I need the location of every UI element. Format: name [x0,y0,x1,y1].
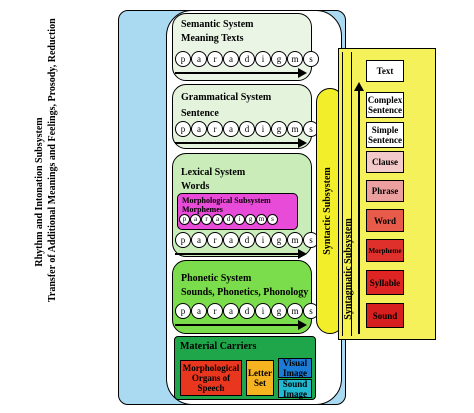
phonetic-subtitle: Sounds, Phonetics, Phonology [181,287,309,298]
paradigm-letter: p [175,303,191,319]
syntactic-label: Syntactic Subsystem [322,167,333,255]
paradigm-letter: a [190,214,201,225]
paradigm-letter: r [207,51,223,67]
paradigm-letter: p [175,51,191,67]
paradigm-letter: s [303,121,319,137]
sound-image-box: Sound Image [278,379,312,399]
unit-box: Word [366,209,404,232]
paradigm-letter: r [207,232,223,248]
paradigm-letter: m [287,303,303,319]
paradigm-letter: a [223,232,239,248]
unit-box: Clause [366,151,404,173]
paradigm-letter: m [287,232,303,248]
paradigm-letter: p [175,232,191,248]
paradigm-letter: d [239,232,255,248]
paradigm-letter: a [191,51,207,67]
unit-box: Phrase [366,180,404,202]
paradigm-arrow-line [175,253,299,255]
paradigm-letter: a [223,51,239,67]
paradigm-letter: i [234,214,245,225]
morphological-title: Morphological Subsystem [182,196,271,205]
paradigm-arrow-head [298,68,307,78]
unit-box: Sound [366,303,404,328]
phonetic-title: Phonetic System [181,273,252,284]
paradigm-letter: p [175,121,191,137]
lexical-title: Lexical System [181,167,246,178]
paradigm-letter: a [191,232,207,248]
syntagmatic-band [342,52,352,336]
phonetic-system-box: Phonetic System Sounds, Phonetics, Phono… [172,260,312,334]
paradigm-letter: a [191,121,207,137]
paradigm-letter: a [223,121,239,137]
paradigm-letter: d [239,303,255,319]
material-title: Material Carriers [180,341,257,352]
visual-image-box: Visual Image [278,358,312,378]
paradigm-letter: d [239,51,255,67]
unit-box: Morpheme [366,239,404,262]
paradigm-letter: s [303,303,319,319]
rhythm-intonation-label: Rhythm and Intonation Subsystem Transfer… [33,18,67,302]
paradigm-letter: a [223,303,239,319]
paradigm-letter: r [201,214,212,225]
letter-set-box: Letter Set [246,360,274,396]
paradigm-letter: i [255,303,271,319]
organs-of-speech-box: Morphological Organs of Speech [180,360,242,396]
grammatical-subtitle: Sentence [181,108,219,119]
paradigm-letter: i [255,51,271,67]
grammatical-title: Grammatical System [181,92,272,103]
unit-box: Complex Sentence [366,92,404,118]
morphological-subtitle: Morphemes [182,205,223,214]
paradigm-letter: r [207,121,223,137]
paradigm-letter: g [271,232,287,248]
paradigm-letter: m [287,51,303,67]
paradigm-letter: a [191,303,207,319]
paradigm-letter: r [207,303,223,319]
unit-box: Syllable [366,270,404,295]
rhythm-subtitle: Transfer of Additional Meanings and Feel… [47,18,58,302]
semantic-system-box: Semantic System Meaning Texts [172,13,312,81]
lexical-subtitle: Words [181,181,210,192]
paradigm-arrow-line [175,324,299,326]
semantic-subtitle: Meaning Texts [181,33,244,44]
grammatical-system-box: Grammatical System Sentence [172,84,312,149]
paradigm-letter: g [245,214,256,225]
paradigm-letter: s [303,51,319,67]
paradigm-arrow-line [175,142,299,144]
paradigm-arrow-head [298,320,307,330]
semantic-title: Semantic System [181,19,254,30]
material-carriers-box: Material Carriers Morphological Organs o… [174,336,316,400]
paradigm-letter: i [255,121,271,137]
syntagmatic-arrow-head [354,82,364,91]
unit-box: Simple Sentence [366,122,404,148]
paradigm-letter: g [271,51,287,67]
paradigm-letter: a [212,214,223,225]
paradigm-arrow-head [298,138,307,148]
paradigm-letter: m [287,121,303,137]
syntagmatic-arrow-line [358,88,360,334]
paradigm-letter: d [223,214,234,225]
paradigm-arrow-head [298,249,307,259]
paradigm-letter: g [271,121,287,137]
rhythm-title: Rhythm and Intonation Subsystem [34,117,45,267]
paradigm-letter: p [179,214,190,225]
syntagmatic-label: Syntagmatic Subsystem [343,218,354,320]
unit-box: Text [366,60,404,82]
paradigm-letter: d [239,121,255,137]
paradigm-letter: s [267,214,278,225]
paradigm-letter: g [271,303,287,319]
paradigm-letter: s [303,232,319,248]
paradigm-letter: i [255,232,271,248]
paradigm-letter: m [256,214,267,225]
paradigm-arrow-line [175,72,299,74]
